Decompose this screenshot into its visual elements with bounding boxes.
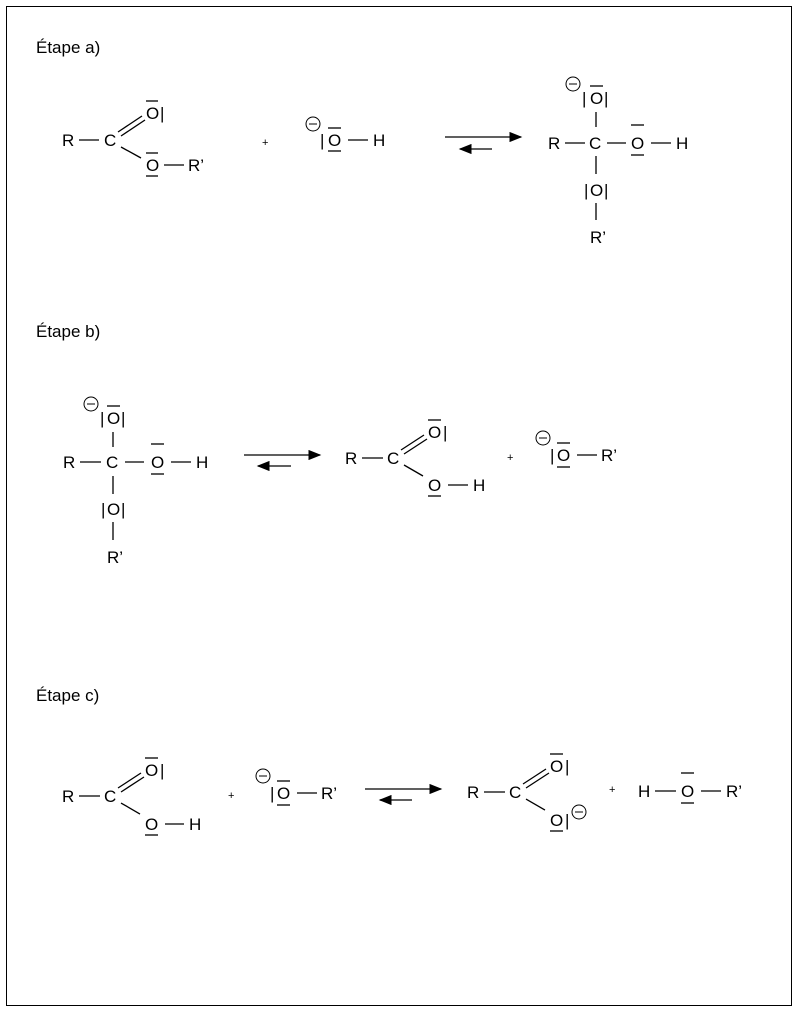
step-b-tetrahedral-intermediate: | O | R C O H | O | R’ — [63, 396, 208, 567]
atom-r-prime: R’ — [590, 228, 606, 247]
atom-o: O — [590, 181, 603, 200]
lone-pair: | — [270, 784, 274, 803]
atom-o: O — [277, 784, 290, 803]
atom-c: C — [589, 134, 601, 153]
atom-o: O — [146, 156, 159, 175]
lone-pair: | — [604, 181, 608, 200]
atom-r: R — [345, 449, 357, 468]
atom-r: R — [63, 453, 75, 472]
negative-charge-icon — [535, 430, 551, 446]
atom-o: O — [590, 89, 603, 108]
atom-r-prime: R’ — [726, 782, 742, 801]
equilibrium-arrows-a — [445, 131, 523, 155]
atom-h: H — [196, 453, 208, 472]
step-c-carboxylic-acid: R C O | O H — [62, 757, 201, 836]
step-a-ester: R C O | O R’ — [62, 100, 204, 177]
atom-r: R — [62, 787, 74, 806]
atom-h: H — [189, 815, 201, 834]
step-a-title: Étape a) — [36, 38, 101, 57]
lone-pair: | — [443, 423, 447, 442]
atom-h: H — [638, 782, 650, 801]
step-b-carboxylic-acid: R C O | O H — [345, 419, 485, 497]
negative-charge-icon — [565, 76, 581, 92]
atom-o: O — [107, 409, 120, 428]
atom-o: O — [428, 476, 441, 495]
negative-charge-icon — [305, 116, 321, 132]
lone-pair: | — [582, 89, 586, 108]
step-a-tetrahedral-intermediate: | O | R C O H | O | R’ — [548, 76, 688, 247]
negative-charge-icon — [83, 396, 99, 412]
atom-r: R — [548, 134, 560, 153]
plus-sign: + — [609, 784, 615, 796]
figure-frame — [6, 6, 792, 1006]
plus-sign: + — [507, 452, 513, 464]
atom-r-prime: R’ — [321, 784, 337, 803]
equilibrium-arrows-b — [244, 449, 322, 472]
atom-o: O — [550, 811, 563, 830]
atom-o: O — [631, 134, 644, 153]
lone-pair: | — [160, 104, 164, 123]
lone-pair: | — [584, 181, 588, 200]
atom-h: H — [676, 134, 688, 153]
step-c-carboxylate: R C O | O | — [467, 753, 587, 832]
negative-charge-icon — [255, 768, 271, 784]
step-c-alkoxide: | O R’ — [255, 768, 337, 806]
atom-r-prime: R’ — [601, 446, 617, 465]
atom-c: C — [387, 449, 399, 468]
lone-pair: | — [101, 500, 105, 519]
lone-pair: | — [100, 409, 104, 428]
plus-sign: + — [228, 790, 234, 802]
atom-o: O — [107, 500, 120, 519]
step-b-title: Étape b) — [36, 322, 101, 341]
atom-o: O — [145, 761, 158, 780]
step-c-alcohol: H O R’ — [638, 772, 742, 804]
step-b-alkoxide: | O R’ — [535, 430, 617, 468]
atom-c: C — [104, 787, 116, 806]
atom-h: H — [373, 131, 385, 150]
lone-pair: | — [565, 757, 569, 776]
atom-o: O — [428, 423, 441, 442]
atom-o: O — [550, 757, 563, 776]
lone-pair: | — [320, 131, 324, 150]
atom-c: C — [509, 783, 521, 802]
lone-pair: | — [121, 500, 125, 519]
equilibrium-arrows-c — [365, 783, 443, 806]
atom-o: O — [557, 446, 570, 465]
atom-h: H — [473, 476, 485, 495]
atom-o: O — [328, 131, 341, 150]
plus-sign: + — [262, 137, 268, 149]
atom-c: C — [104, 131, 116, 150]
atom-o: O — [151, 453, 164, 472]
lone-pair: | — [550, 446, 554, 465]
atom-o: O — [681, 782, 694, 801]
lone-pair: | — [604, 89, 608, 108]
lone-pair: | — [160, 761, 164, 780]
atom-o: O — [145, 815, 158, 834]
negative-charge-icon — [571, 804, 587, 820]
atom-o: O — [146, 104, 159, 123]
atom-c: C — [106, 453, 118, 472]
step-a-hydroxide: | O H — [305, 116, 385, 152]
atom-r: R — [62, 131, 74, 150]
atom-r-prime: R’ — [188, 156, 204, 175]
lone-pair: | — [121, 409, 125, 428]
step-c-title: Étape c) — [36, 686, 100, 705]
lone-pair: | — [565, 811, 569, 830]
atom-r-prime: R’ — [107, 548, 123, 567]
atom-r: R — [467, 783, 479, 802]
